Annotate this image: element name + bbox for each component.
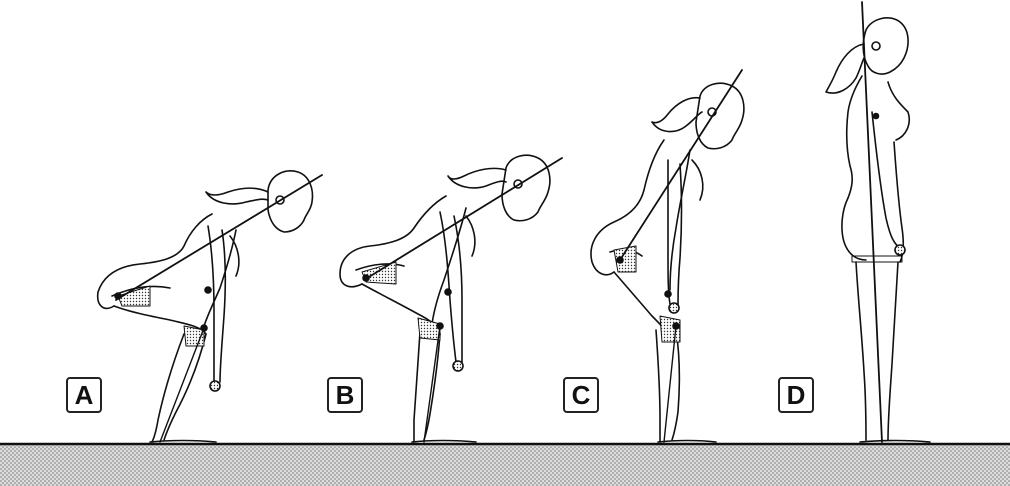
panel-label-a-text: A	[74, 379, 94, 410]
deadlift-figure-a	[96, 170, 323, 443]
floor	[0, 442, 1010, 486]
panel-label-c-text: C	[571, 379, 591, 410]
panel-label-c: C	[563, 377, 599, 413]
panel-label-a: A	[66, 377, 102, 413]
panel-label-b-text: B	[335, 379, 355, 410]
deadlift-figure-c	[590, 69, 745, 443]
standing-figure-d	[825, 1, 931, 443]
panel-label-b: B	[327, 377, 363, 413]
deadlift-figure-b	[339, 154, 563, 443]
panel-label-d-text: D	[786, 379, 806, 410]
panel-label-d: D	[778, 377, 814, 413]
